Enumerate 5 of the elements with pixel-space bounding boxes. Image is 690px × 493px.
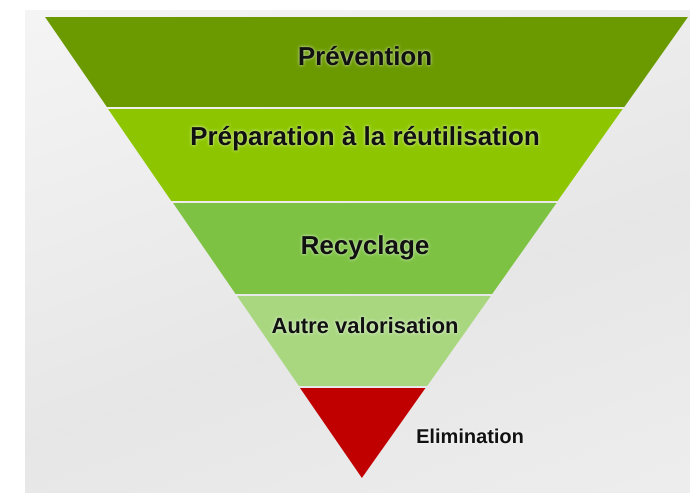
band-label: Préparation à la réutilisation [189, 122, 541, 151]
band-label: Prévention [296, 42, 434, 71]
band-label: Autre valorisation [270, 314, 460, 338]
band-label: Recyclage [300, 231, 430, 260]
band-label: Elimination [415, 426, 525, 448]
